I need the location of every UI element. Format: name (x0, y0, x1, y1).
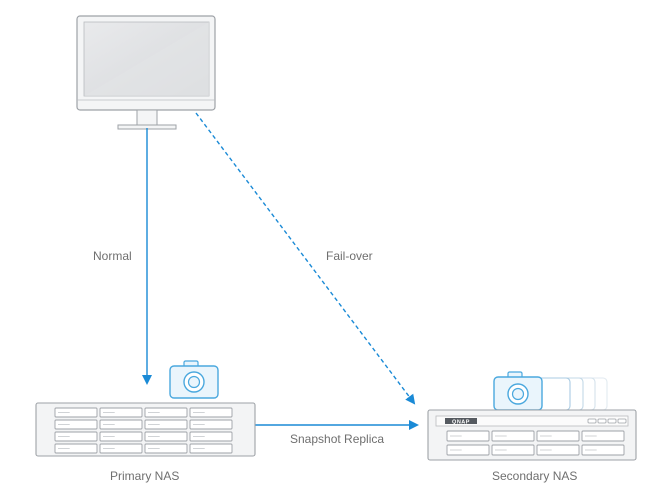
drive-bay (189, 407, 233, 418)
snapshot-stack-icon (525, 377, 608, 411)
primary-nas-label: Primary NAS (110, 469, 179, 483)
drive-bay (144, 443, 188, 454)
drive-bay (581, 430, 625, 442)
secondary-nas-drive-bays (446, 430, 625, 456)
failover-label: Fail-over (326, 249, 373, 263)
drive-bay (99, 407, 143, 418)
monitor-icon (76, 15, 216, 130)
failover-connection-arrow (195, 112, 416, 405)
drive-bay (54, 419, 98, 430)
camera-icon (493, 371, 543, 411)
drive-bay (189, 443, 233, 454)
drive-bay (144, 431, 188, 442)
snapshot-replica-label: Snapshot Replica (290, 432, 384, 446)
drive-bay (491, 444, 535, 456)
drive-bay (446, 430, 490, 442)
normal-label: Normal (93, 249, 132, 263)
drive-bay (536, 430, 580, 442)
drive-bay (536, 444, 580, 456)
drive-bay (99, 431, 143, 442)
primary-nas-drive-bays (54, 407, 233, 454)
secondary-nas-label: Secondary NAS (492, 469, 577, 483)
drive-bay (189, 431, 233, 442)
drive-bay (144, 407, 188, 418)
drive-bay (54, 407, 98, 418)
primary-nas-device (35, 402, 256, 457)
drive-bay (581, 444, 625, 456)
secondary-nas-device: QNAP (427, 409, 637, 461)
drive-bay (446, 444, 490, 456)
drive-bay (491, 430, 535, 442)
qnap-logo: QNAP (452, 419, 470, 425)
drive-bay (99, 419, 143, 430)
drive-bay (54, 431, 98, 442)
camera-icon (169, 360, 219, 399)
drive-bay (189, 419, 233, 430)
drive-bay (144, 419, 188, 430)
drive-bay (99, 443, 143, 454)
drive-bay (54, 443, 98, 454)
